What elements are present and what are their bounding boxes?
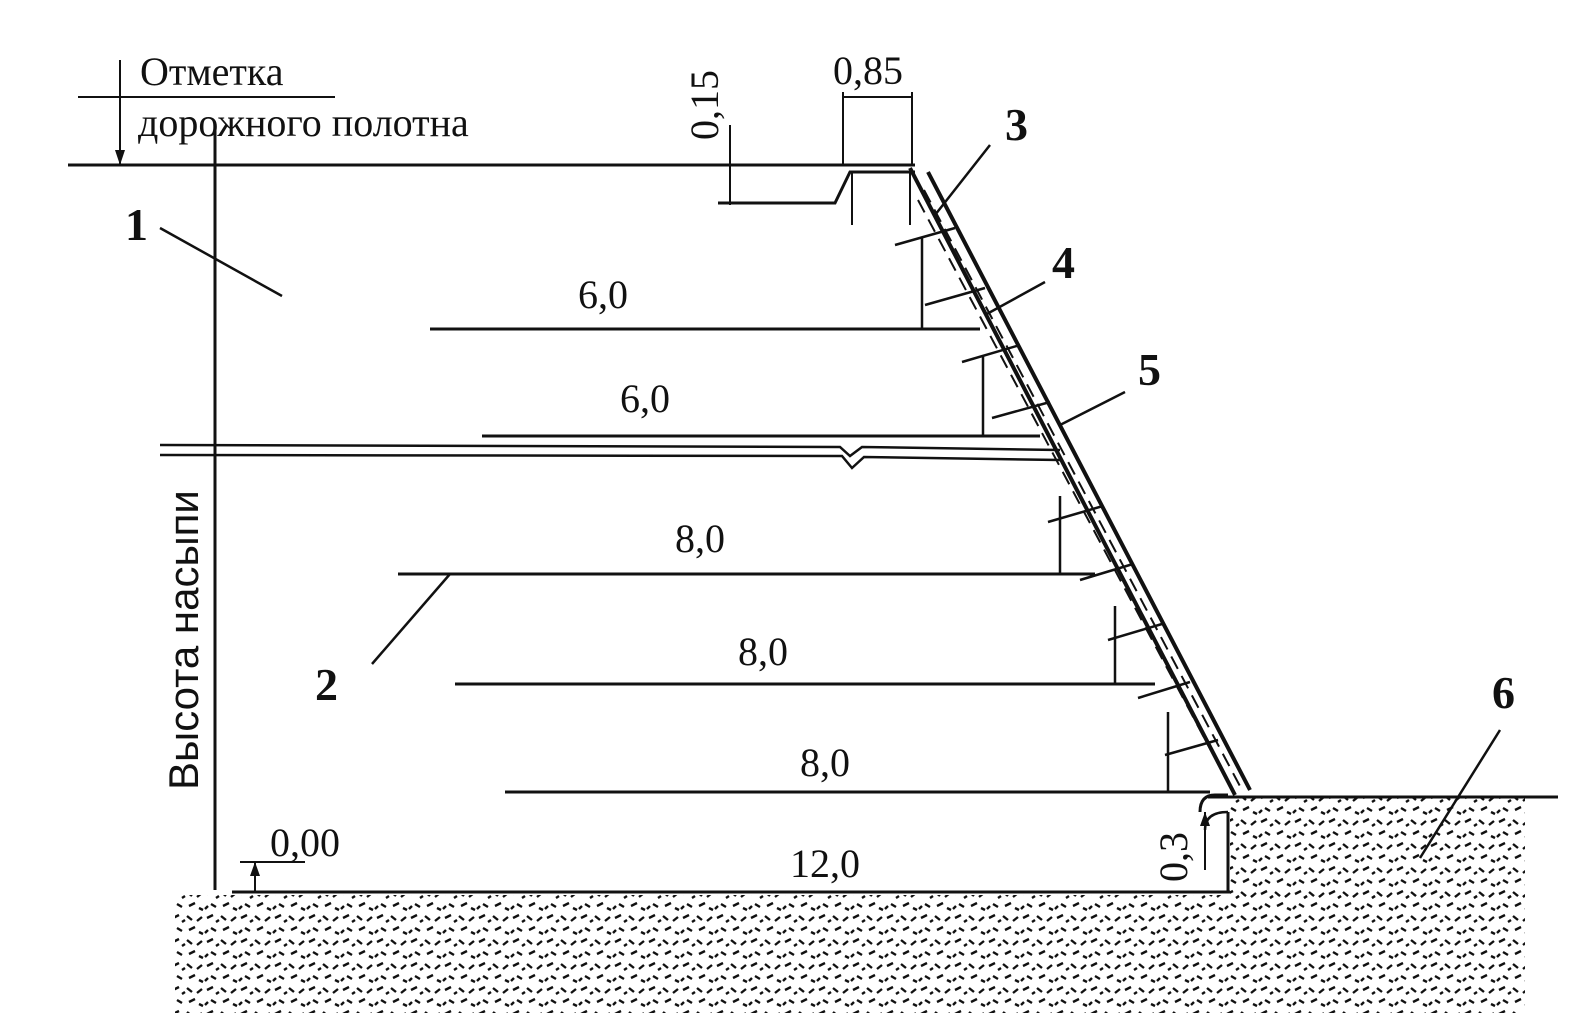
length-label-bottom: 12,0 [790, 841, 860, 886]
callout-4: 4 [1052, 237, 1075, 288]
dim-footing-height: 0,3 [1151, 832, 1196, 882]
top-level-lines [68, 60, 915, 167]
base-line [232, 795, 1558, 894]
top-label-line1: Отметка [140, 49, 284, 94]
length-label-1: 6,0 [578, 272, 628, 317]
length-label-2: 6,0 [620, 376, 670, 421]
callout-3: 3 [1005, 99, 1028, 150]
length-label-4: 8,0 [738, 629, 788, 674]
wall-facing [894, 167, 1252, 796]
length-label-3: 8,0 [675, 516, 725, 561]
callout-1: 1 [125, 199, 148, 250]
break-lines [159, 443, 1061, 470]
base-level-label: 0,00 [270, 820, 340, 865]
side-label: Высота насыпи [160, 490, 207, 790]
callout-6: 6 [1492, 667, 1515, 718]
dim-parapet-height: 0,15 [682, 70, 727, 140]
callout-2: 2 [315, 659, 338, 710]
ground-soil [175, 797, 1525, 1013]
footing [1198, 793, 1229, 870]
top-label-line2: дорожного полотна [138, 100, 469, 145]
parapet [718, 92, 915, 225]
dim-parapet-width: 0,85 [833, 48, 903, 93]
callout-leaders [159, 144, 1502, 859]
reinforcement-layers [398, 238, 1210, 794]
callout-5: 5 [1138, 344, 1161, 395]
length-label-5: 8,0 [800, 740, 850, 785]
